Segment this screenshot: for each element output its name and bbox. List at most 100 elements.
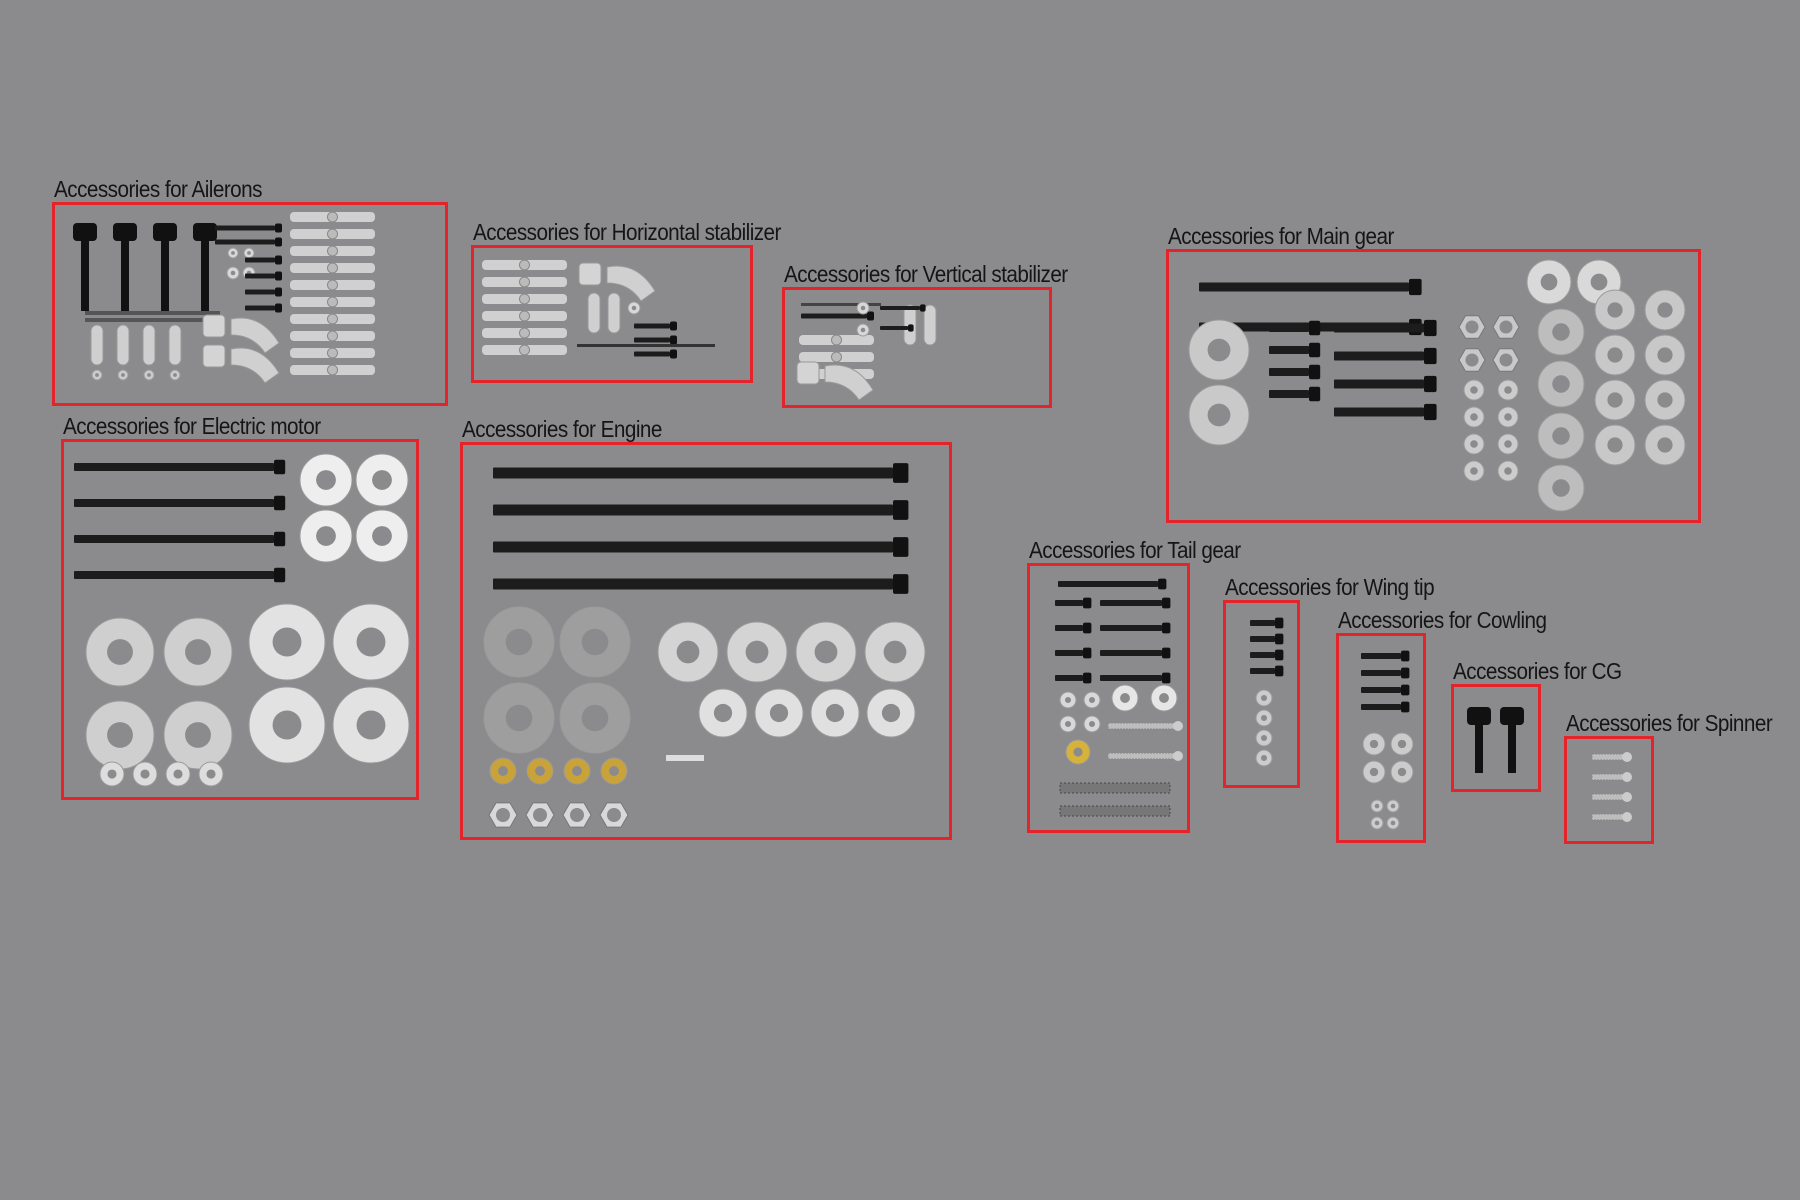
thumb-screw-head [113,223,137,241]
clevis-pin [327,347,338,359]
thumb-screw-shaft [81,239,89,311]
washer-hole [1607,302,1623,318]
washer-hole [498,766,508,776]
thumb-screw-head [73,223,97,241]
washer-hole [572,766,582,776]
thumb-screw-head [193,223,217,241]
washer-hole [1064,720,1072,728]
group-vertical-stabilizer: Accessories for Vertical stabilizer [782,263,1068,408]
bolt-head [1275,649,1284,661]
bolt-shaft [493,504,893,516]
washer-hole [1590,273,1608,291]
clevis-pin [327,330,338,342]
washer-hole [1159,693,1169,703]
parts-box [1223,600,1300,788]
control-horn [168,324,182,366]
bolt-head [908,324,914,332]
clevis-pin [519,344,530,356]
washer-hole [1260,754,1268,762]
washer-hole [1552,375,1570,393]
washer-hole [1397,739,1407,749]
washer-hole [1552,479,1570,497]
nut-hole [1499,320,1513,334]
bolt-shaft [74,499,274,507]
bolt-head [1409,278,1422,296]
washer-hole [881,703,901,723]
bolt-shaft [1334,351,1424,361]
bolt-head [275,255,282,265]
bolt-shaft [1250,620,1275,626]
bolt-shaft [215,225,275,231]
washer-hole [356,710,386,740]
washer-hole [1064,696,1072,704]
bolt-head [1083,672,1092,684]
bolt-shaft [1269,368,1309,376]
wood-screw [1591,793,1628,801]
bolt-head [1401,701,1410,713]
washer-hole [173,373,177,377]
washer-hole [247,251,251,255]
washer-hole [185,722,211,748]
bolt-shaft [1058,581,1158,587]
wood-screw [1591,813,1628,821]
washer-hole [107,639,133,665]
screw-head [1622,752,1632,762]
washer-hole [1657,347,1673,363]
washer-hole [140,769,150,779]
bolt-head [1275,617,1284,629]
curved-bracket [606,265,656,302]
bolt-head [1309,364,1321,380]
washer-hole [1552,323,1570,341]
bolt-head [1424,375,1437,393]
bolt-shaft [1250,668,1275,674]
bolt-shaft [1361,670,1401,676]
washer-hole [825,703,845,723]
washer-hole [505,704,533,732]
thumb-screw-head [153,223,177,241]
washer-hole [356,627,386,657]
nut-hole [1465,353,1479,367]
washer-hole [860,327,866,333]
washer-hole [1390,820,1396,826]
washer-hole [1073,747,1083,757]
clevis-pin [327,279,338,291]
clevis-pin [327,313,338,325]
clevis-pin [519,259,530,271]
bolt-head [275,223,282,233]
thumb-screw-shaft [201,239,209,311]
washer-hole [535,766,545,776]
washer-hole [1369,739,1379,749]
bolt-head [1275,633,1284,645]
bolt-shaft [1250,636,1275,642]
group-cg: Accessories for CG [1451,660,1622,792]
wood-screw [1107,752,1179,760]
bolt-shaft [1361,704,1401,710]
washer-hole [581,704,609,732]
parts-photo [73,211,375,384]
washer-hole [185,639,211,665]
washer-hole [1657,437,1673,453]
group-label: Accessories for Wing tip [1225,574,1435,600]
washer-hole [1470,386,1478,394]
nut-hole [1465,320,1479,334]
parts-box [782,287,1052,408]
pin [666,755,704,761]
control-horn [142,324,156,366]
bolt-shaft [1100,675,1162,681]
bolt-shaft [634,337,670,343]
bolt-head [670,349,677,359]
group-main-gear: Accessories for Main gear [1166,225,1701,523]
washer-hole [121,373,125,377]
parts-photo [483,463,926,828]
group-label: Accessories for Spinner [1566,710,1773,736]
control-horn [90,324,104,366]
control-horn [923,304,937,346]
clevis-pin [327,364,338,376]
group-label: Accessories for Horizontal stabilizer [473,219,781,245]
bolt-shaft [245,273,275,279]
group-horizontal-stabilizer: Accessories for Horizontal stabilizer [471,221,781,383]
bolt-head [893,500,909,520]
washer-hole [1207,403,1231,427]
bolt-head [1401,684,1410,696]
bolt-head [1158,578,1167,590]
